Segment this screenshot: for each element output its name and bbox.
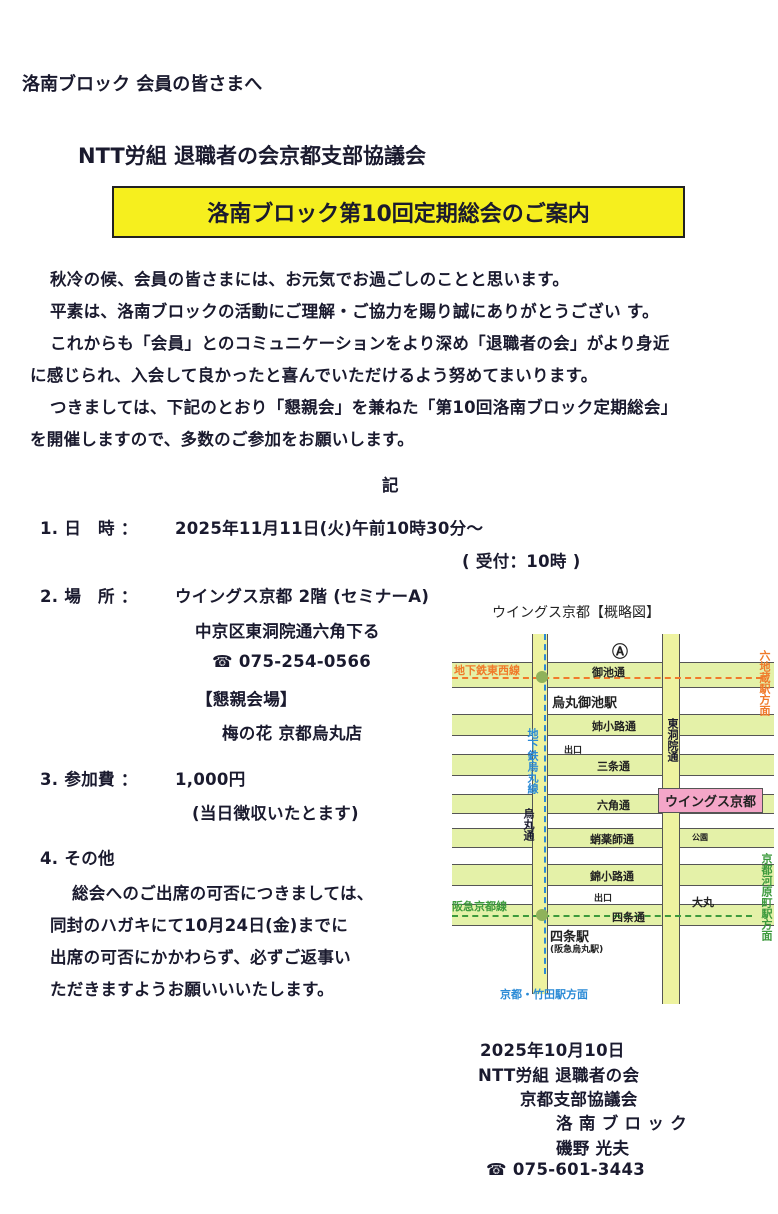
- road-label: 蛸薬師通: [590, 833, 634, 846]
- fee-label: 3. 参加費 ：: [40, 770, 138, 789]
- organization: NTT労組 退職者の会京都支部協議会: [78, 144, 427, 168]
- body-line: に感じられ、入会して良かったと喜んでいただけるよう努めてまいります。: [30, 366, 598, 385]
- road-label: 錦小路通: [590, 870, 634, 883]
- line-label: 阪急京都線: [452, 900, 507, 913]
- landmark-park: 公園: [692, 833, 708, 842]
- road-label: 御池通: [592, 666, 625, 679]
- exit-label: 出口: [594, 894, 613, 904]
- fee-note: (当日徴収いたとます): [192, 804, 359, 823]
- party-venue: 梅の花 京都烏丸店: [222, 724, 363, 743]
- other-line: 同封のハガキにて10月24日(金)までに: [50, 916, 349, 935]
- ki-heading: 記: [382, 476, 399, 495]
- north-arrow-icon: Ⓐ: [612, 642, 629, 661]
- signature-block: 洛 南 ブ ロ ッ ク: [556, 1114, 688, 1133]
- page-title: 洛南ブロック第10回定期総会のご案内: [207, 202, 590, 227]
- line-label: 地下鉄烏丸線: [526, 728, 539, 794]
- other-line: 総会へのご出席の可否につきましては、: [72, 884, 374, 903]
- reception-time: ( 受付：10時 ): [462, 552, 581, 571]
- place-value: ウイングス京都 2階 (セミナーA): [175, 587, 430, 606]
- other-line: ただきますようお願いいいたします。: [50, 980, 334, 999]
- station-label: 烏丸御池駅: [552, 696, 618, 711]
- other-label: 4. その他: [40, 849, 115, 868]
- body-line: これからも「会員」とのコミュニケーションをより深め「退職者の会」がより身近: [50, 334, 670, 353]
- direction-label: 京都河原町駅方面: [760, 853, 773, 941]
- road-label: 四条通: [612, 911, 645, 924]
- road-label: 東洞院通: [666, 718, 679, 762]
- fee-value: 1,000円: [175, 770, 246, 789]
- phone-number: 075-254-0566: [238, 652, 372, 671]
- body-line: 平素は、洛南ブロックの活動にご理解・ご協力を賜り誠にありがとうござい す。: [50, 302, 659, 321]
- signature-name: 磯野 光夫: [556, 1139, 630, 1158]
- exit-label: 出口: [564, 746, 583, 756]
- road-label: 三条通: [597, 760, 630, 773]
- place-address: 中京区東洞院通六角下る: [195, 622, 380, 641]
- station-label: 四条駅: [550, 930, 590, 945]
- line-label: 地下鉄東西線: [454, 664, 520, 677]
- road-label: 六角通: [597, 799, 630, 812]
- party-label: 【懇親会場】: [196, 690, 297, 709]
- map-title: ウイングス京都【概略図】: [492, 605, 660, 621]
- access-map: ウイングス京都【概略図】 Ⓐ 地下鉄東西線 御池通 烏丸御池駅 姉小路通 出口 …: [452, 598, 774, 1004]
- title-banner: 洛南ブロック第10回定期総会のご案内: [112, 186, 685, 238]
- greeting: 洛南ブロック 会員の皆さまへ: [22, 74, 263, 95]
- road-label: 烏丸通: [522, 808, 535, 841]
- landmark-daimaru: 大丸: [692, 896, 714, 909]
- signature-org: NTT労組 退職者の会: [478, 1066, 640, 1085]
- wings-kyoto-marker: ウイングス京都: [658, 788, 764, 813]
- station-label: (阪急烏丸駅): [550, 945, 604, 955]
- phone-icon: ☎: [486, 1160, 513, 1179]
- station-marker: [536, 909, 548, 921]
- direction-label: 六地蔵駅方面: [758, 650, 771, 716]
- direction-label: 京都・竹田駅方面: [500, 988, 588, 1001]
- other-line: 出席の可否にかかわらず、必ずご返事い: [50, 948, 351, 967]
- phone-icon: ☎: [212, 652, 239, 671]
- datetime-label: 1. 日 時 ：: [40, 519, 138, 538]
- signature-date: 2025年10月10日: [480, 1041, 625, 1060]
- place-label: 2. 場 所 ：: [40, 587, 138, 606]
- datetime-value: 2025年11月11日(火)午前10時30分～: [175, 519, 484, 538]
- place-phone: ☎ 075-254-0566: [212, 652, 371, 671]
- station-marker: [536, 671, 548, 683]
- body-line: 秋冷の候、会員の皆さまには、お元気でお過ごしのことと思います。: [50, 270, 570, 289]
- body-line: を開催しますので、多数のご参加をお願いします。: [30, 430, 415, 449]
- signature-branch: 京都支部協議会: [520, 1090, 638, 1109]
- signature-phone: ☎ 075-601-3443: [486, 1160, 645, 1179]
- phone-number: 075-601-3443: [512, 1160, 646, 1179]
- body-line: つきましては、下記のとおり「懇親会」を兼ねた「第10回洛南ブロック定期総会」: [50, 398, 678, 417]
- road-label: 姉小路通: [592, 720, 636, 733]
